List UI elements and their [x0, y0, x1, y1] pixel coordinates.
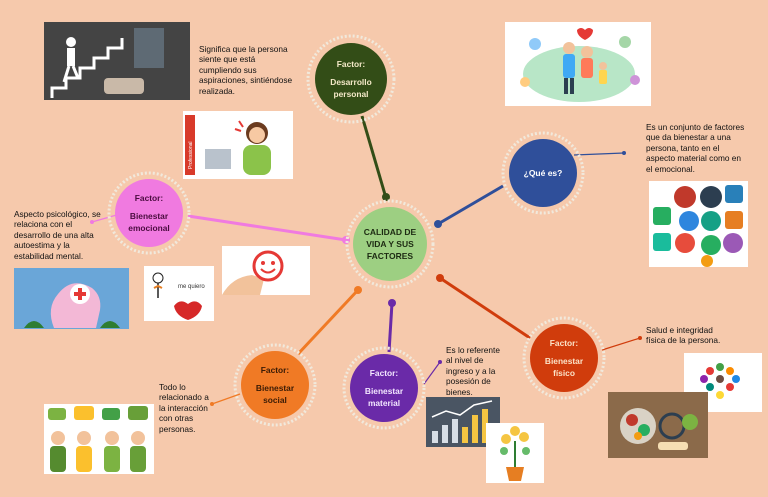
node-fisico-line2: físico	[553, 368, 575, 378]
pointer-emocional-dot	[90, 220, 94, 224]
image-factor-icons	[649, 181, 748, 267]
node-personal-line1: Desarrollo	[330, 77, 372, 87]
connector-fisico	[439, 276, 531, 340]
connector-social-dot	[354, 286, 362, 294]
node-emocional-line2: emocional	[128, 223, 170, 233]
connector-personal-dot	[382, 193, 390, 201]
desc-line: aspiraciones, sintiéndose	[199, 75, 293, 86]
desc-line: estabilidad mental.	[14, 250, 84, 261]
desc-line: cumpliendo sus	[199, 64, 257, 75]
desc-bienestar-fisico: Salud e integridad física de la persona.	[646, 325, 720, 346]
pointer-que-es	[573, 152, 625, 156]
connector-emocional	[187, 214, 347, 242]
center-node[interactable]: CALIDAD DE VIDA Y SUS FACTORES	[353, 207, 427, 281]
node-social-line1: Bienestar	[255, 383, 295, 393]
desc-line: relaciona con el	[14, 219, 73, 230]
center-title-line2: VIDA Y SUS	[366, 239, 414, 249]
desc-line: ingreso y a la	[446, 365, 496, 376]
ring-social	[233, 343, 317, 427]
connector-fisico-dot	[436, 274, 444, 282]
image-smiley-hand	[222, 246, 310, 295]
image-stairs-climber	[44, 22, 190, 100]
image-professional-tag: Professional	[188, 141, 194, 169]
desc-bienestar-social: Todo lo relacionado a la interacción con…	[159, 382, 209, 434]
desc-line: física de la persona.	[646, 335, 721, 346]
node-bienestar-emocional[interactable]: Factor: Bienestar emocional	[115, 179, 183, 247]
center-title-line3: FACTORES	[366, 251, 414, 261]
pointer-fisico	[601, 337, 641, 351]
image-me-quiero-text: me quiero	[178, 284, 205, 290]
desc-que-es: Es un conjunto de factores que da bienes…	[646, 122, 744, 174]
node-fisico-line1: Bienestar	[544, 356, 584, 366]
node-bienestar-fisico[interactable]: Factor: Bienestar físico	[530, 324, 598, 392]
node-fisico-label: Factor:	[549, 338, 579, 348]
node-personal-label: Factor:	[336, 59, 366, 69]
desc-line: Aspecto psicológico, se	[14, 209, 101, 219]
pointer-social-dot	[210, 402, 214, 406]
image-money-plant	[486, 423, 544, 483]
connector-personal	[360, 115, 388, 199]
desc-line: realizada.	[199, 85, 235, 96]
desc-line: desarrollo de una alta	[14, 229, 94, 240]
desc-line: bienes.	[446, 386, 473, 397]
desc-desarrollo-personal: Significa que la persona siente que está…	[199, 44, 292, 96]
pointer-material	[423, 361, 441, 385]
connector-que-es-dot	[434, 220, 442, 228]
node-que-es-label: ¿Qué es?	[523, 168, 563, 178]
connector-que-es	[437, 184, 504, 226]
desc-bienestar-material: Es lo referente al nivel de ingreso y a …	[446, 345, 500, 397]
node-desarrollo-personal[interactable]: Factor: Desarrollo personal	[315, 43, 387, 115]
desc-line: Todo lo	[159, 382, 186, 392]
node-social-label: Factor:	[260, 365, 290, 375]
connector-material	[387, 302, 394, 353]
ring-fisico	[522, 316, 606, 400]
ring-center	[345, 199, 435, 289]
desc-line: persona, tanto en el	[646, 142, 720, 153]
node-social-line2: social	[263, 395, 287, 405]
center-title-line1: CALIDAD DE	[363, 227, 417, 237]
image-family	[505, 22, 651, 106]
desc-line: autoestima y la	[14, 240, 70, 251]
image-me-quiero: me quiero	[144, 266, 214, 321]
connector-material-dot	[388, 299, 396, 307]
image-professional-woman: Professional	[183, 111, 293, 179]
image-healthy-food	[608, 392, 708, 458]
pointer-social	[211, 393, 241, 405]
node-personal-line2: personal	[333, 89, 369, 99]
ring-que-es	[501, 131, 585, 215]
desc-line: aspecto material como en	[646, 153, 742, 164]
desc-line: Salud e integridad	[646, 325, 713, 335]
node-emocional-line1: Bienestar	[129, 211, 169, 221]
image-people-chat	[44, 404, 154, 474]
node-que-es[interactable]: ¿Qué es?	[509, 139, 577, 207]
node-material-label: Factor:	[369, 368, 399, 378]
node-material-line1: Bienestar	[364, 386, 404, 396]
desc-line: posesión de	[446, 376, 491, 387]
pointer-que-es-dot	[622, 151, 626, 155]
desc-line: la interacción	[159, 402, 208, 413]
desc-line: Significa que la persona	[199, 44, 288, 54]
desc-line: Es un conjunto de factores	[646, 122, 745, 132]
desc-line: siente que está	[199, 54, 256, 65]
desc-line: que da bienestar a una	[646, 132, 731, 143]
node-material-line2: material	[367, 398, 401, 408]
pointer-fisico-dot	[638, 336, 642, 340]
node-emocional-label: Factor:	[134, 193, 164, 203]
desc-line: Es lo referente	[446, 345, 500, 355]
desc-bienestar-emocional: Aspecto psicológico, se relaciona con el…	[14, 209, 101, 261]
ring-emocional	[107, 171, 191, 255]
desc-line: el emocional.	[646, 163, 695, 174]
desc-line: relacionado a	[159, 392, 209, 403]
ring-personal	[306, 34, 396, 124]
image-emotional-head	[14, 268, 129, 329]
ring-material	[342, 346, 426, 430]
desc-line: al nivel de	[446, 355, 484, 366]
node-bienestar-social[interactable]: Factor: Bienestar social	[241, 351, 309, 419]
node-bienestar-material[interactable]: Factor: Bienestar material	[350, 354, 418, 422]
pointer-material-dot	[438, 360, 442, 364]
connector-social	[296, 288, 360, 356]
desc-line: personas.	[159, 423, 196, 434]
desc-line: con otras	[159, 413, 194, 424]
